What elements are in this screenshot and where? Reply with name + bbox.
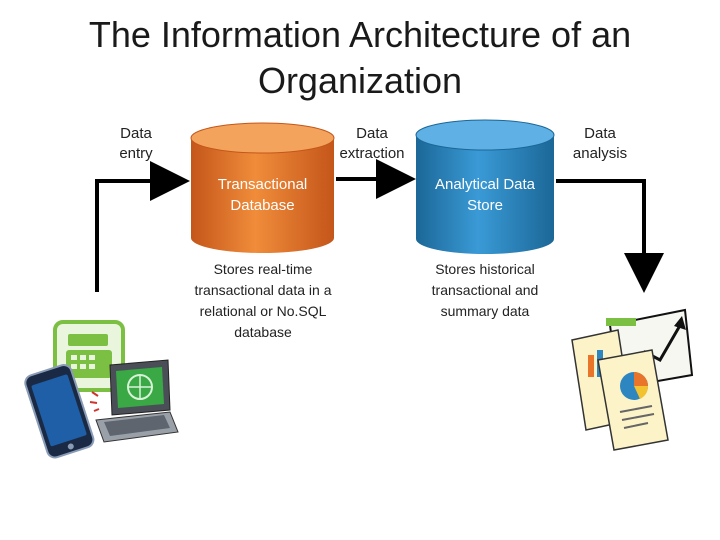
analytical-store-cylinder xyxy=(415,119,555,254)
analytical-store-label: Analytical Data Store xyxy=(434,176,536,214)
reports-chart-icon xyxy=(571,308,694,451)
data-entry-arrow xyxy=(95,161,190,292)
data-extraction-label: Data extraction xyxy=(339,125,405,162)
data-entry-label: Data entry xyxy=(119,125,153,162)
smartphone-icon xyxy=(24,364,95,459)
transactional-database-label: Transactional Database xyxy=(217,176,308,214)
laptop-icon xyxy=(95,359,179,443)
data-analysis-arrow xyxy=(556,179,664,293)
transactional-database-description: Stores real-time transactional data in a… xyxy=(194,261,332,340)
transactional-database-cylinder xyxy=(190,122,335,253)
analytical-store-description: Stores historical transactional and summ… xyxy=(431,261,539,319)
page-title: The Information Architecture of an Organ… xyxy=(88,14,632,101)
entry-devices-illustration xyxy=(24,320,179,459)
data-analysis-label: Data analysis xyxy=(572,125,628,162)
